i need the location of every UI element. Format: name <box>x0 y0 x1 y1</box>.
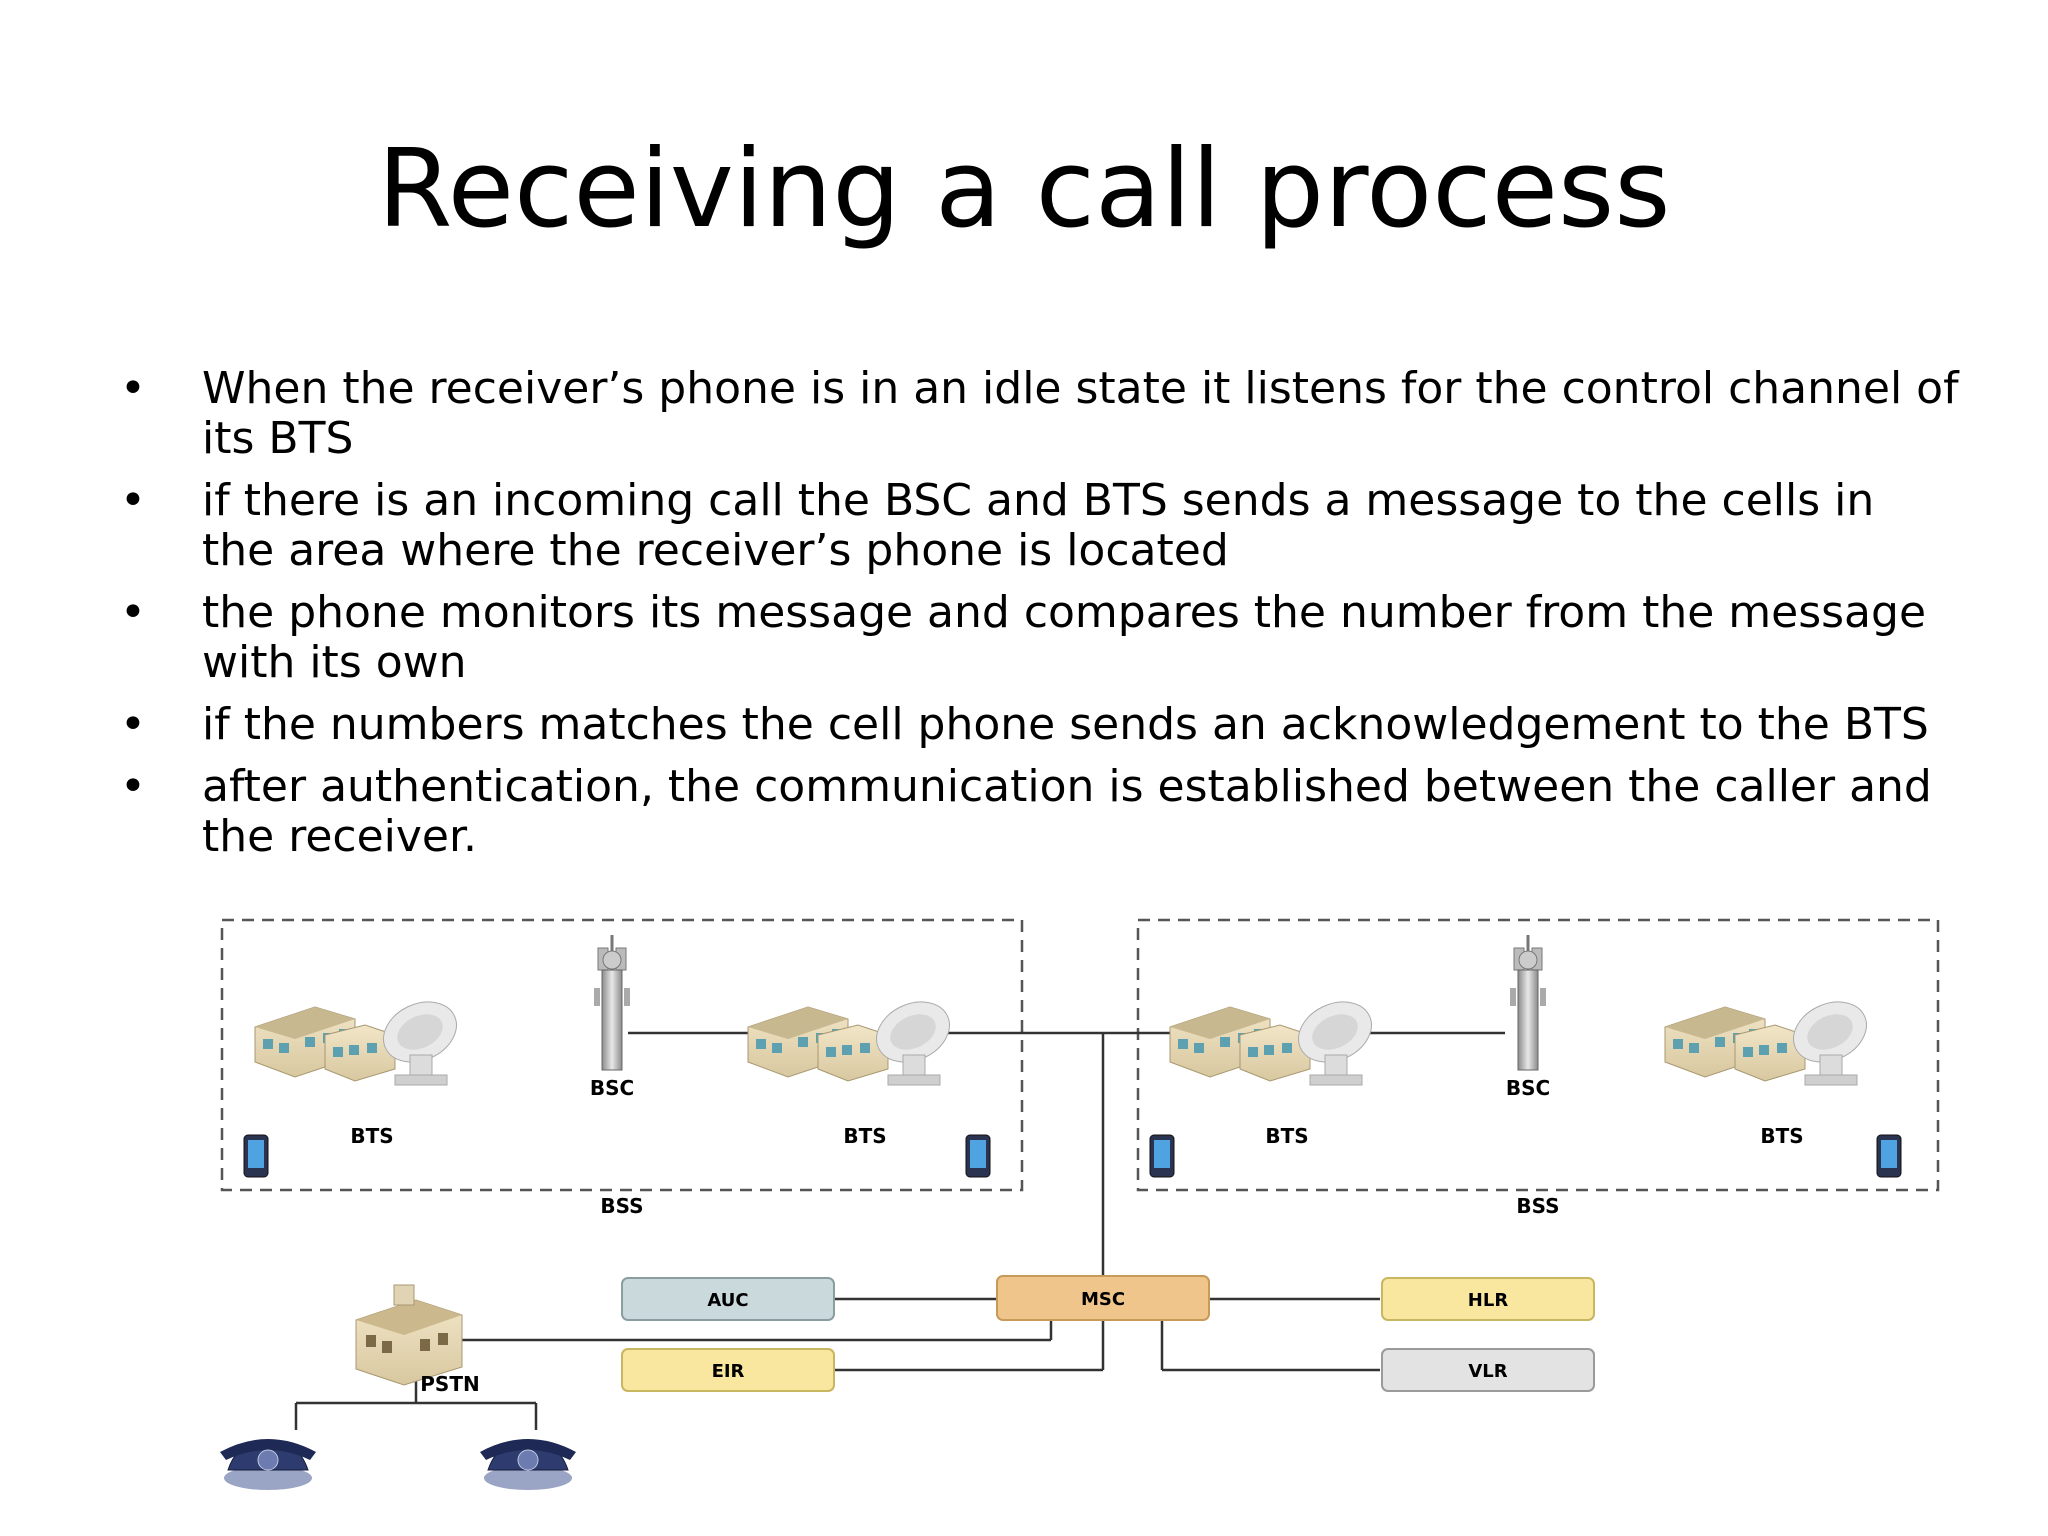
auc-label: AUC <box>707 1290 748 1311</box>
bts-building-icon <box>1664 990 1877 1086</box>
bullet-item: • after authentication, the communication… <box>120 762 1960 862</box>
bsc-label-left: BSC <box>590 1076 634 1100</box>
gsm-network-diagram: BSC BTS BTS BSS BSC BTS BTS BSS AUC MSC … <box>219 918 1940 1491</box>
pstn-building-icon <box>355 1284 463 1386</box>
bsc-tower-icon <box>1508 933 1548 1072</box>
bts-label-left-1: BTS <box>350 1124 393 1148</box>
bts-label-right-2: BTS <box>1760 1124 1803 1148</box>
bts-building-icon <box>1169 990 1382 1086</box>
bullet-text: after authentication, the communication … <box>202 761 1932 862</box>
bullet-icon: • <box>120 761 146 812</box>
telephone-icon <box>479 1438 577 1491</box>
bullet-item: • if the numbers matches the cell phone s… <box>120 700 1960 750</box>
pstn-label: PSTN <box>420 1372 479 1396</box>
bullet-icon: • <box>120 363 146 414</box>
bullet-icon: • <box>120 699 146 750</box>
connection-lines <box>294 1031 1505 1430</box>
msc-label: MSC <box>1081 1289 1125 1310</box>
bullet-list: • When the receiver’s phone is in an idle… <box>120 364 1960 874</box>
bss-left-box <box>220 918 1024 1192</box>
bts-building-icon <box>747 990 960 1086</box>
mobile-phone-icon <box>1876 1134 1902 1178</box>
bts-building-icon <box>254 990 467 1086</box>
bts-label-left-2: BTS <box>843 1124 886 1148</box>
mobile-phone-icon <box>243 1134 269 1178</box>
mobile-phone-icon <box>1149 1134 1175 1178</box>
auc-box <box>621 1277 835 1321</box>
bts-label-right-1: BTS <box>1265 1124 1308 1148</box>
mobile-phone-icon <box>965 1134 991 1178</box>
eir-label: EIR <box>712 1361 745 1382</box>
bullet-item: • if there is an incoming call the BSC an… <box>120 476 1960 576</box>
bss-label-left: BSS <box>600 1194 643 1218</box>
bss-right-box <box>1136 918 1940 1192</box>
eir-box <box>621 1348 835 1392</box>
bullet-icon: • <box>120 587 146 638</box>
vlr-box <box>1381 1348 1595 1392</box>
bullet-text: the phone monitors its message and compa… <box>202 587 1927 688</box>
bsc-label-right: BSC <box>1506 1076 1550 1100</box>
bullet-item: • When the receiver’s phone is in an idle… <box>120 364 1960 464</box>
bullet-item: • the phone monitors its message and comp… <box>120 588 1960 688</box>
bullet-icon: • <box>120 475 146 526</box>
bsc-tower-icon <box>592 933 632 1072</box>
telephone-icon <box>219 1438 317 1491</box>
msc-box <box>996 1275 1210 1321</box>
bullet-text: if there is an incoming call the BSC and… <box>202 475 1875 576</box>
bss-label-right: BSS <box>1516 1194 1559 1218</box>
hlr-label: HLR <box>1468 1290 1509 1311</box>
bullet-text: When the receiver’s phone is in an idle … <box>202 363 1959 464</box>
bullet-text: if the numbers matches the cell phone se… <box>202 699 1929 750</box>
slide-title: Receiving a call process <box>377 127 1671 252</box>
vlr-label: VLR <box>1468 1361 1507 1382</box>
hlr-box <box>1381 1277 1595 1321</box>
